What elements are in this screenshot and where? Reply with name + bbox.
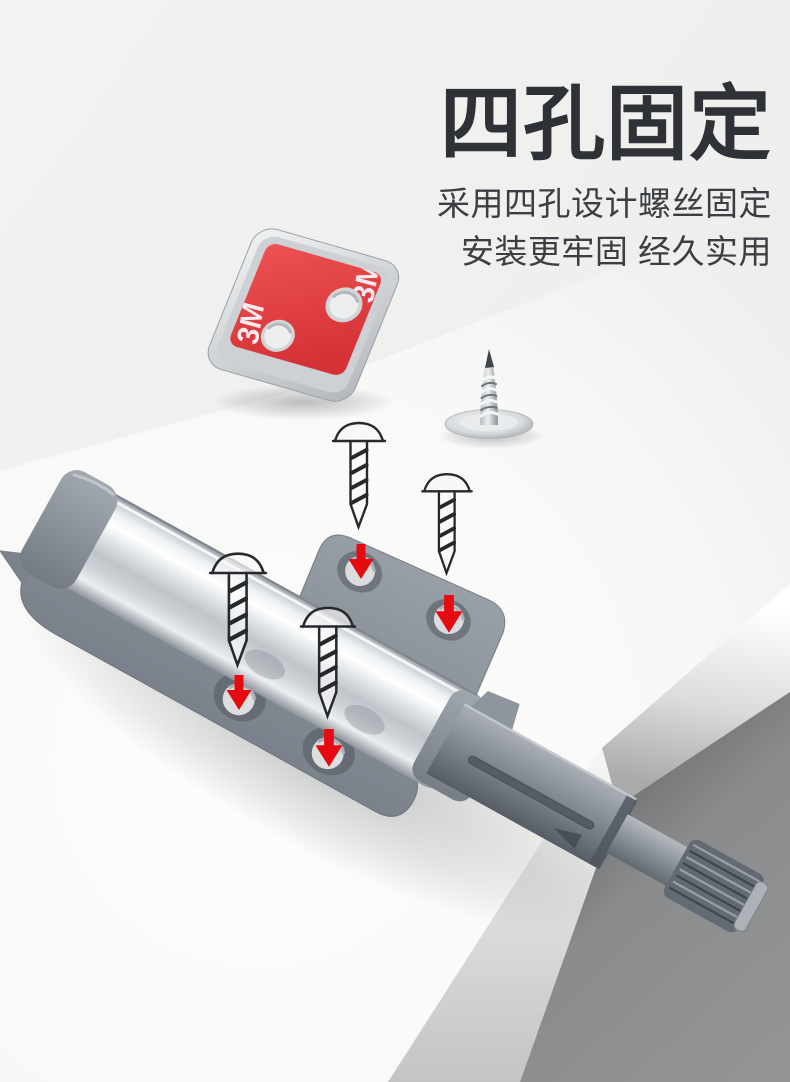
- screw-threads: [479, 375, 499, 418]
- plunger-housing: [426, 703, 637, 869]
- housing-groove: [467, 755, 595, 830]
- push-latch: [0, 470, 769, 933]
- subtitle-line-1: 采用四孔设计螺丝固定: [437, 185, 772, 222]
- backdrop-floor-gray: [520, 692, 790, 1082]
- plunger: [606, 814, 693, 889]
- latch-body-top-highlight: [89, 486, 473, 701]
- screw-tip: [485, 349, 494, 368]
- latch-end-cap-left: [19, 470, 118, 589]
- page-title: 四孔固定: [439, 79, 772, 170]
- metal-screw: [444, 349, 534, 439]
- headline-block: 四孔固定 采用四孔设计螺丝固定 安装更牢固 经久实用: [437, 79, 772, 270]
- housing-top-edge: [463, 703, 637, 801]
- pad-screw-hole-top: [325, 287, 363, 323]
- plunger-knurled-cap: [663, 839, 769, 933]
- subtitle-line-2: 安装更牢固 经久实用: [460, 233, 772, 270]
- plunger-tip-face: [733, 881, 769, 932]
- latch-body: [34, 479, 484, 788]
- body-hole-blur-2: [344, 704, 385, 735]
- latch-body-top-edge: [91, 481, 477, 697]
- panel-side-face: [602, 584, 790, 806]
- pad-screw-hole-bottom: [260, 319, 295, 352]
- housing-top-tab: [471, 690, 520, 730]
- housing-end-band: [588, 795, 638, 870]
- adhesive-pad: 3M 3M: [207, 228, 400, 402]
- housing-arrow-mark: [553, 828, 583, 849]
- body-hole-blur-1: [244, 649, 285, 680]
